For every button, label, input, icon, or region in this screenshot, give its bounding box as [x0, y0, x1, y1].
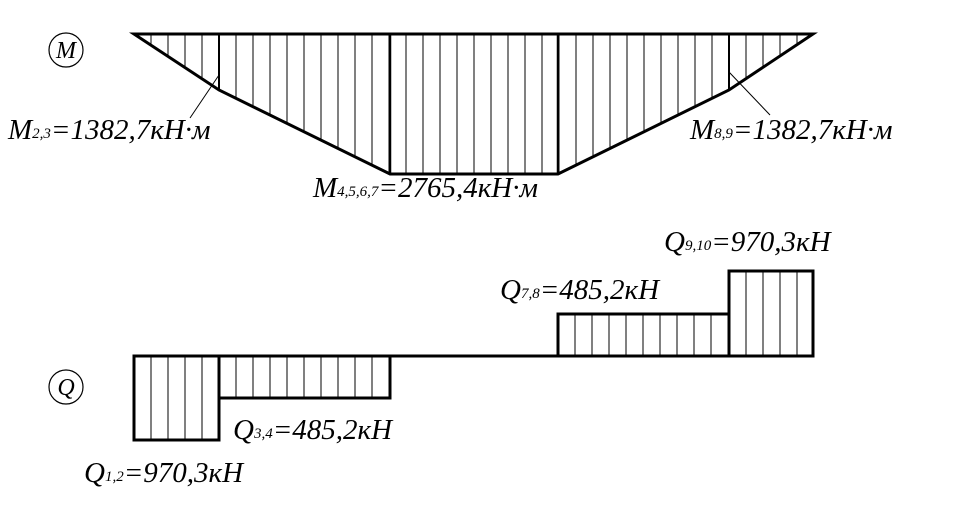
shear-block-9-10 [727, 269, 815, 358]
moment-symbol: M [55, 38, 78, 64]
moment-symbol-circle [48, 32, 84, 68]
leader-line-m89 [728, 71, 771, 116]
shear-block-3-4 [217, 354, 392, 400]
label-m23: M2,3=1382,7кН·м [7, 114, 211, 146]
moment-diagram: M M2,3=1382,7кН·м M4,5,6,7=2765,4кН·м M8… [7, 32, 893, 204]
shear-symbol-circle [48, 369, 84, 405]
shear-symbol: Q [57, 375, 74, 401]
label-q78: Q7,8=485,2кН [500, 274, 661, 306]
label-q910: Q9,10=970,3кН [664, 226, 833, 258]
shear-hatching [150, 271, 798, 440]
leader-line-m23 [189, 74, 220, 119]
shear-block-1-2 [132, 354, 221, 442]
shear-diagram: Q Q1,2=970,3кН Q3,4=485,2кН Q7,8=485,2кН… [48, 226, 833, 489]
label-m4567: M4,5,6,7=2765,4кН·м [312, 172, 538, 204]
label-m89: M8,9=1382,7кН·м [689, 114, 893, 146]
label-q12: Q1,2=970,3кН [84, 457, 245, 489]
label-q34: Q3,4=485,2кН [233, 414, 394, 446]
